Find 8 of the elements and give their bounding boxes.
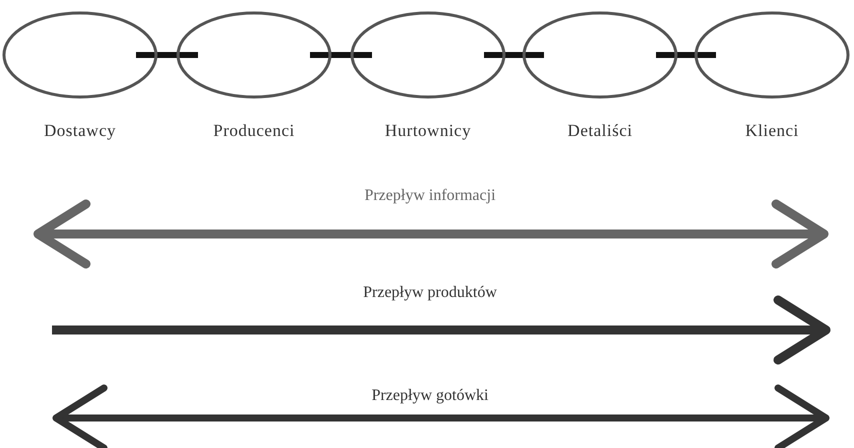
flow-label: Przepływ informacji bbox=[363, 186, 497, 206]
stage-label: Dostawcy bbox=[44, 121, 116, 141]
flow-label: Przepływ gotówki bbox=[370, 386, 490, 406]
stage-label: Producenci bbox=[213, 121, 295, 141]
flow-label: Przepływ produktów bbox=[362, 283, 498, 303]
stage-label: Klienci bbox=[745, 121, 799, 141]
stage-label: Hurtownicy bbox=[384, 121, 472, 141]
stage-label: Detaliści bbox=[568, 121, 632, 141]
